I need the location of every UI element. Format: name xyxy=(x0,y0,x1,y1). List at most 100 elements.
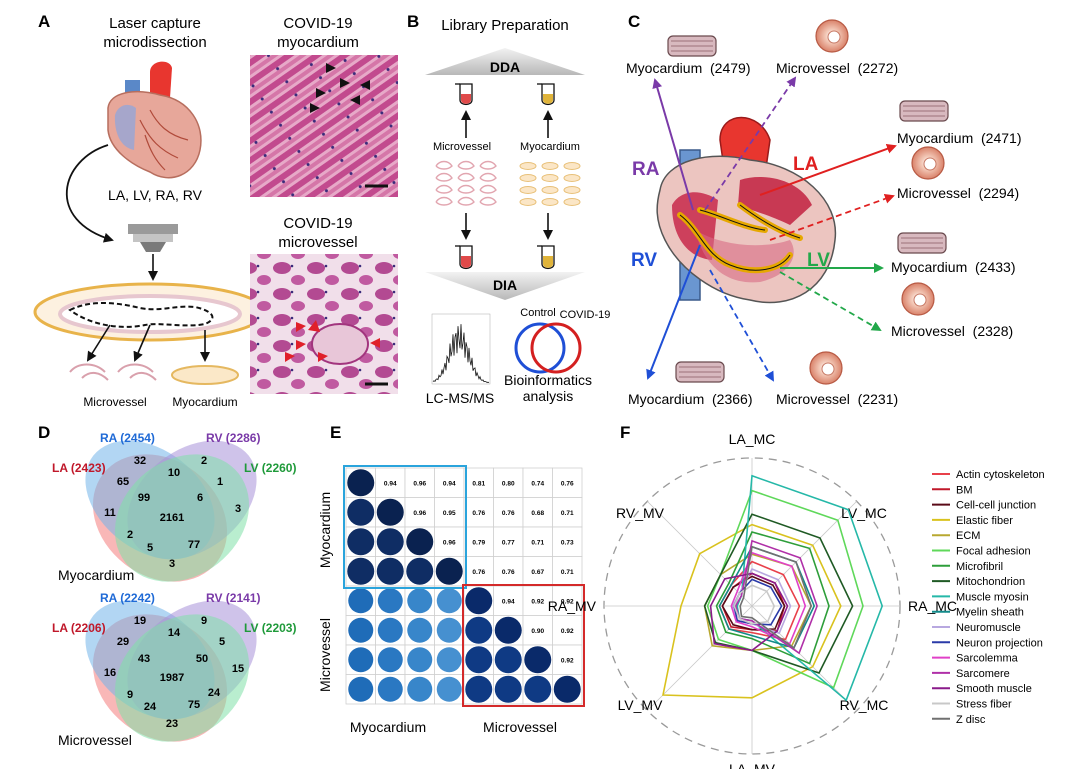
tube-microvessel-dia xyxy=(455,245,473,270)
venn-bottom-n13: 24 xyxy=(208,687,221,699)
tissue-section xyxy=(33,282,267,342)
matrix-cell xyxy=(552,556,583,587)
matrix-cell xyxy=(552,497,583,528)
correlation-value: 0.80 xyxy=(502,480,515,487)
radar-axis-label: LV_MV xyxy=(618,697,664,713)
correlation-value: 0.68 xyxy=(531,510,544,517)
venn-bottom-ra-label: RA (2242) xyxy=(100,591,155,605)
histology-myocardium-image xyxy=(250,55,398,197)
panel-d-letter: D xyxy=(38,423,50,442)
venn-top-n11: 2 xyxy=(127,529,133,541)
correlation-value: 0.79 xyxy=(472,539,485,546)
myocardium-piece xyxy=(171,365,239,385)
lcm-title-line1: Laser capture xyxy=(109,15,201,32)
histo-top-title-2: myocardium xyxy=(277,34,359,51)
microvessel-sample xyxy=(479,196,497,206)
correlation-value: 0.92 xyxy=(561,598,574,605)
correlation-dot xyxy=(347,469,375,497)
lcms-label: LC-MS/MS xyxy=(426,390,494,406)
venn-top-ra-label: RA (2454) xyxy=(100,431,155,445)
chamber-label-la: LA xyxy=(793,154,819,175)
legend-item: Stress fiber xyxy=(932,699,1012,711)
e-y-label-microvessel: Microvessel xyxy=(317,618,333,692)
legend-item: Actin cytoskeleton xyxy=(932,469,1045,481)
legend-item: Focal adhesion xyxy=(932,546,1031,558)
radar-axis-label: RV_MV xyxy=(616,505,665,521)
chamber-label-ra: RA xyxy=(632,159,660,180)
venn-top-title: Myocardium xyxy=(58,567,134,583)
panel-b-letter: B xyxy=(407,12,419,31)
venn-bottom-n1: 19 xyxy=(134,615,146,627)
correlation-dot xyxy=(436,647,462,673)
legend-label: Elastic fiber xyxy=(956,515,1013,527)
legend-label: Z disc xyxy=(956,714,986,726)
matrix-cell xyxy=(404,467,435,498)
venn-top-n6: 6 xyxy=(197,492,203,504)
legend-item: Cell-cell junction xyxy=(932,500,1036,512)
tube-myocardium-dda xyxy=(537,83,555,106)
arrow-la-microvessel xyxy=(769,193,895,241)
microvessel-icon xyxy=(901,282,935,316)
matrix-cell xyxy=(522,615,553,646)
correlation-dot xyxy=(465,675,493,703)
legend-label: BM xyxy=(956,484,973,496)
correlation-value: 0.67 xyxy=(531,569,544,576)
venn-bottom-n5: 43 xyxy=(138,653,150,665)
venn-bottom-n7: 5 xyxy=(219,636,225,648)
correlation-dot xyxy=(348,676,374,702)
correlation-dot xyxy=(348,617,374,643)
correlation-value: 0.81 xyxy=(472,480,485,487)
matrix-cell xyxy=(434,526,465,557)
venn-bottom-lv-label: LV (2203) xyxy=(244,621,296,635)
legend-label: Sarcomere xyxy=(956,668,1010,680)
tube-microvessel-dda xyxy=(455,83,473,106)
correlation-dot xyxy=(377,588,403,614)
matrix-cell xyxy=(552,585,583,616)
matrix-cell xyxy=(375,467,406,498)
venn-top-la-label: LA (2423) xyxy=(52,461,106,475)
legend-item: ECM xyxy=(932,530,980,542)
myocardium-strip-icon xyxy=(899,100,949,122)
legend-item: Neuron projection xyxy=(932,637,1043,649)
microvessel-sample xyxy=(435,184,453,194)
b-microvessel-label: Microvessel xyxy=(433,141,491,153)
correlation-value: 0.96 xyxy=(443,539,456,546)
correlation-dot xyxy=(435,557,463,585)
venn-bottom-n4: 29 xyxy=(117,636,129,648)
venn-top-rv-label: RV (2286) xyxy=(206,431,260,445)
legend-item: Muscle myosin xyxy=(932,591,1029,603)
e-x-label-microvessel: Microvessel xyxy=(483,719,557,735)
myocardium-sample xyxy=(563,174,581,182)
correlation-dot xyxy=(524,675,552,703)
venn-bottom-n2: 14 xyxy=(168,627,181,639)
legend-label: Smooth muscle xyxy=(956,683,1032,695)
radar-axis-label: LV_MC xyxy=(841,505,887,521)
microvessel-piece-1 xyxy=(69,363,109,381)
microvessel-sample xyxy=(435,196,453,206)
myocardium-strip-icon xyxy=(667,35,717,57)
legend-item: Neuromuscle xyxy=(932,622,1021,634)
microvessel-icon xyxy=(911,146,945,180)
radar-axis-label: RV_MC xyxy=(840,697,889,713)
count-lv-myocardium: Myocardium (2433) xyxy=(891,259,1016,275)
legend-item: Microfibril xyxy=(932,561,1003,573)
microvessel-sample xyxy=(457,184,475,194)
correlation-value: 0.96 xyxy=(413,510,426,517)
myocardium-sample xyxy=(563,162,581,170)
correlation-dot xyxy=(494,646,522,674)
arrow-rv-microvessel xyxy=(709,269,774,382)
histology-microvessel-image xyxy=(250,254,398,394)
panel-f-letter: F xyxy=(620,423,630,442)
microvessel-sample xyxy=(457,196,475,206)
radar-spoke xyxy=(751,605,857,711)
count-ra-myocardium: Myocardium (2479) xyxy=(626,60,751,76)
venn-bottom-n10: 15 xyxy=(232,663,244,675)
correlation-dot xyxy=(376,557,404,585)
radar-axis-label: LA_MC xyxy=(729,431,776,447)
correlation-value: 0.92 xyxy=(561,657,574,664)
dda-label: DDA xyxy=(490,59,520,75)
arrow-rv-myocardium xyxy=(646,244,701,380)
venn-bottom-rv-label: RV (2141) xyxy=(206,591,260,605)
